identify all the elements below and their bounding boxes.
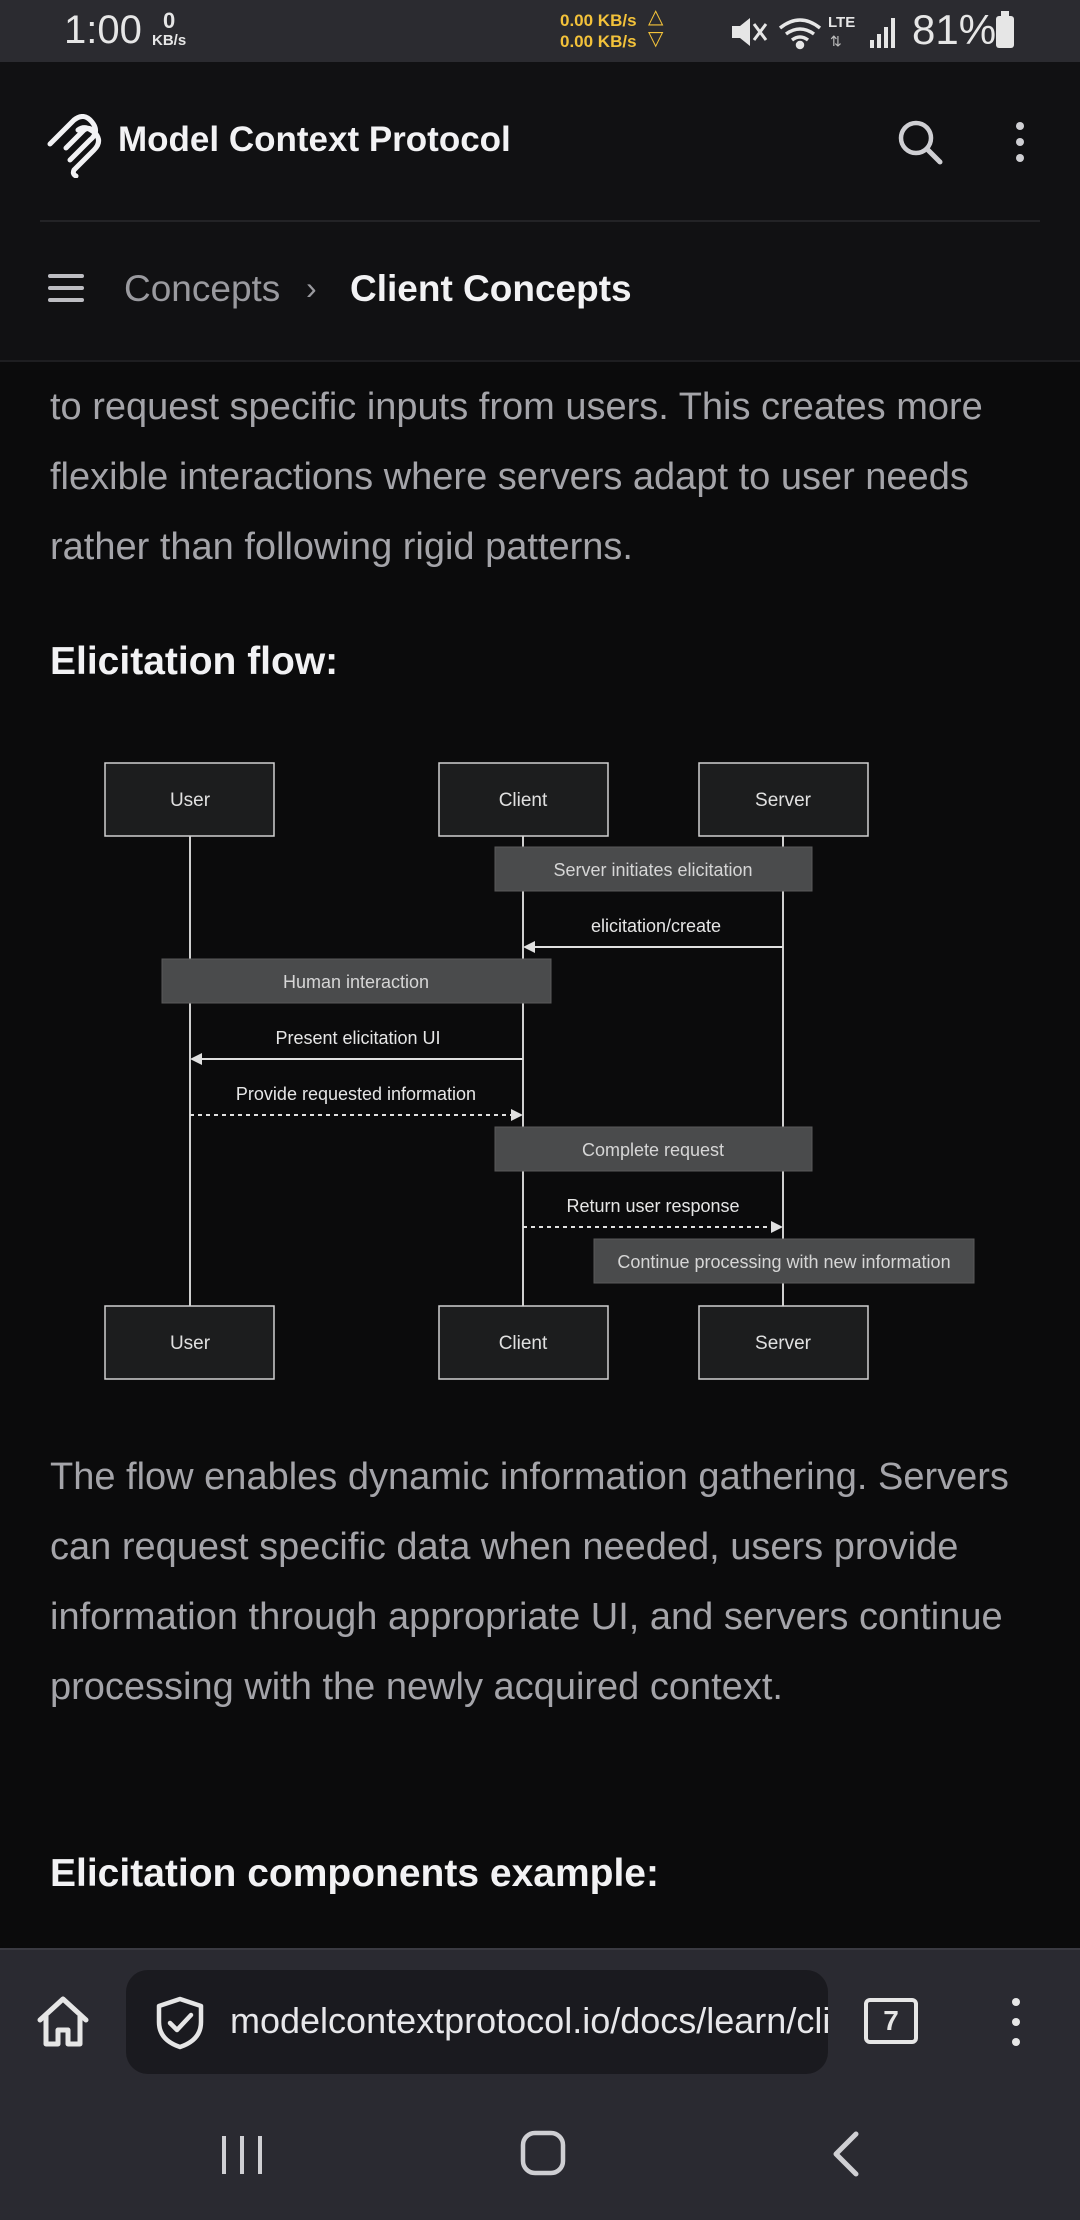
- site-title[interactable]: Model Context Protocol: [118, 120, 511, 159]
- sequence-diagram: User Client Server Server initiates elic…: [104, 762, 975, 1380]
- components-heading: Elicitation components example:: [50, 1852, 659, 1895]
- svg-text:Server: Server: [755, 790, 812, 811]
- download-speed: 0.00 KB/s: [560, 32, 637, 51]
- data-rate-value: 0: [162, 8, 176, 33]
- participant-user-top: User: [104, 762, 275, 837]
- network-speed: 0.00 KB/s 0.00 KB/s: [560, 10, 637, 52]
- breadcrumb-parent[interactable]: Concepts: [124, 268, 281, 309]
- participant-client-top: Client: [438, 762, 609, 837]
- search-icon[interactable]: [896, 118, 944, 166]
- svg-text:Server: Server: [755, 1333, 812, 1354]
- upload-speed: 0.00 KB/s: [560, 11, 637, 30]
- svg-text:Human interaction: Human interaction: [283, 972, 429, 992]
- tab-count-button[interactable]: 7: [864, 1998, 918, 2044]
- wifi-icon: [778, 18, 822, 50]
- speed-arrows-icon: △▽: [648, 6, 664, 50]
- network-type: LTE: [828, 14, 855, 31]
- svg-text:⇅: ⇅: [830, 33, 842, 49]
- recent-apps-icon[interactable]: [218, 2130, 266, 2180]
- flow-description: The flow enables dynamic information gat…: [50, 1456, 1009, 1708]
- note-continue-processing: Continue processing with new information: [593, 1238, 975, 1284]
- note-human-interaction: Human interaction: [161, 958, 552, 1004]
- breadcrumb-separator-icon: ›: [306, 270, 317, 306]
- note-server-initiates: Server initiates elicitation: [494, 846, 813, 892]
- browser-toolbar: modelcontextprotocol.io/docs/learn/clien…: [0, 1948, 1080, 2094]
- participant-user-bottom: User: [104, 1305, 275, 1380]
- participant-server-bottom: Server: [698, 1305, 869, 1380]
- url-text[interactable]: modelcontextprotocol.io/docs/learn/clien…: [230, 2000, 828, 2041]
- system-navigation-bar: [0, 2094, 1080, 2220]
- back-icon[interactable]: [826, 2128, 866, 2180]
- battery-level: 81%: [912, 6, 997, 53]
- participant-client-bottom: Client: [438, 1305, 609, 1380]
- participant-server-top: Server: [698, 762, 869, 837]
- svg-text:Continue processing with new i: Continue processing with new information: [617, 1252, 950, 1272]
- status-bar: 1:00 0 KB/s 0.00 KB/s 0.00 KB/s △▽ LTE ⇅…: [0, 0, 1080, 62]
- menu-icon[interactable]: [48, 272, 84, 304]
- header-bottom-border: [0, 360, 1080, 362]
- intro-paragraph: to request specific inputs from users. T…: [50, 386, 983, 568]
- svg-text:Client: Client: [499, 790, 548, 811]
- note-complete-request: Complete request: [494, 1126, 813, 1172]
- browser-menu-icon[interactable]: [1004, 1994, 1028, 2050]
- message-return-response: Return user response: [566, 1196, 739, 1216]
- mute-icon: [732, 18, 768, 46]
- svg-text:User: User: [170, 790, 211, 811]
- header-divider: [40, 220, 1040, 222]
- data-rate-unit: KB/s: [152, 32, 187, 49]
- svg-text:Client: Client: [499, 1333, 548, 1354]
- message-elicitation-create: elicitation/create: [591, 916, 721, 936]
- home-button-icon[interactable]: [518, 2128, 568, 2178]
- message-provide-info: Provide requested information: [236, 1084, 476, 1104]
- signal-icon: [870, 18, 895, 48]
- data-rate-indicator: 0 KB/s: [152, 10, 186, 50]
- site-header: Model Context Protocol Concepts › Client…: [0, 62, 1080, 362]
- shield-check-icon[interactable]: [154, 1996, 206, 2050]
- svg-text:Server initiates elicitation: Server initiates elicitation: [553, 860, 752, 880]
- message-present-ui: Present elicitation UI: [275, 1028, 440, 1048]
- svg-text:User: User: [170, 1333, 211, 1354]
- address-bar[interactable]: modelcontextprotocol.io/docs/learn/clien…: [126, 1970, 828, 2074]
- status-time: 1:00: [64, 8, 142, 52]
- mcp-logo-icon[interactable]: [44, 114, 108, 178]
- breadcrumb-current: Client Concepts: [350, 268, 632, 309]
- svg-text:Complete request: Complete request: [582, 1140, 724, 1160]
- status-icons: LTE ⇅: [732, 14, 895, 50]
- home-icon[interactable]: [34, 1992, 92, 2050]
- flow-heading: Elicitation flow:: [50, 640, 339, 683]
- battery-icon: [996, 11, 1014, 48]
- more-vertical-icon[interactable]: [1002, 118, 1038, 166]
